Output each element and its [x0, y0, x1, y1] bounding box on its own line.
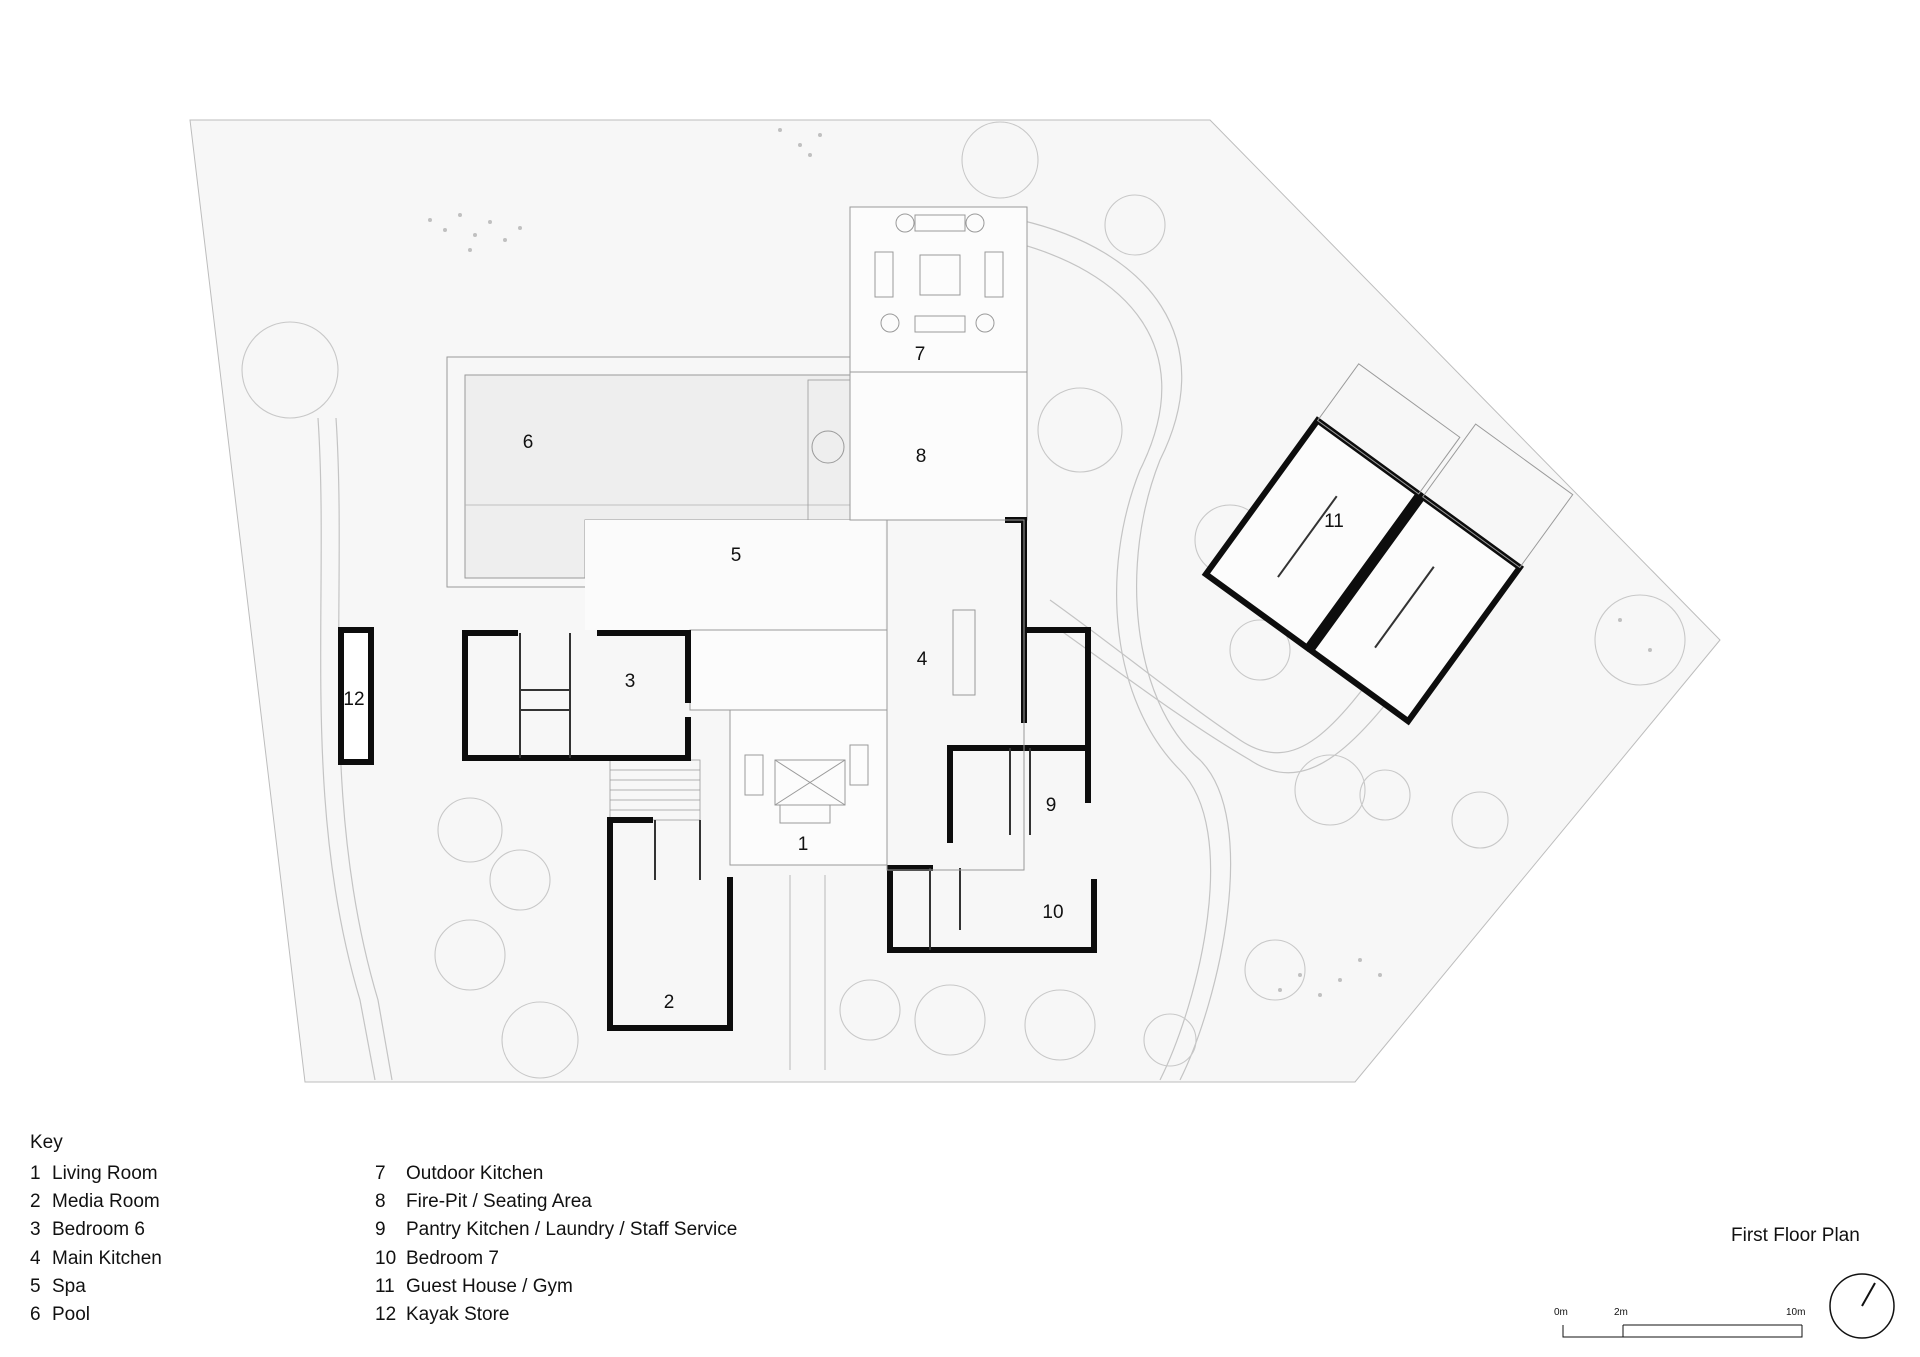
room-label-10: 10 [1042, 902, 1063, 923]
key-number: 1 [30, 1163, 41, 1184]
key-number: 5 [30, 1275, 41, 1297]
stone-clusters [428, 128, 1652, 997]
key-item: 12 Kayak Store [375, 1301, 737, 1329]
room-label-8: 8 [916, 446, 927, 467]
key-label: Kayak Store [406, 1304, 510, 1326]
guest-house [1201, 363, 1574, 726]
key-list-right: 7 Outdoor Kitchen 8 Fire-Pit / Seating Are… [375, 1160, 737, 1329]
living-room [729, 709, 888, 866]
interior-walls [519, 633, 1031, 950]
room-label-4: 4 [917, 649, 928, 670]
key-item: 4 Main Kitchen [30, 1245, 162, 1273]
key-label: Outdoor Kitchen [406, 1163, 544, 1184]
pool-jacuzzi [811, 430, 845, 464]
fire-pit-area [849, 371, 1028, 521]
scale-bar [1562, 1324, 1803, 1338]
room-label-2: 2 [664, 992, 675, 1013]
kitchen-island [952, 609, 976, 696]
key-item: 1 Living Room [30, 1160, 162, 1188]
key-label: Spa [52, 1275, 86, 1297]
key-number: 8 [375, 1191, 386, 1213]
key-item: 6 Pool [30, 1301, 162, 1329]
key-number: 9 [375, 1219, 386, 1241]
key-label: Pool [52, 1304, 91, 1326]
key-number: 12 [375, 1304, 397, 1326]
key-item: 10 Bedroom 7 [375, 1245, 737, 1273]
key-item: 11 Guest House / Gym [375, 1273, 737, 1301]
key-number: 10 [375, 1247, 397, 1269]
outdoor-kitchen-deck [849, 206, 1028, 373]
key-item: 9 Pantry Kitchen / Laundry / Staff Servic… [375, 1216, 737, 1244]
room-label-3: 3 [625, 671, 636, 692]
key-item: 3 Bedroom 6 [30, 1216, 162, 1244]
key-item: 2 Media Room [30, 1188, 162, 1216]
gallery [689, 629, 888, 711]
key-label: Living Room [52, 1163, 158, 1184]
trees [241, 121, 1686, 1079]
key-list-left: 1 Living Room 2 Media Room 3 Bedroom 6 4 Mai… [30, 1160, 162, 1329]
room-label-5: 5 [731, 545, 742, 566]
scale-label-0m: 0m [1554, 1307, 1568, 1318]
key-label: Guest House / Gym [406, 1275, 573, 1297]
key-label: Bedroom 6 [52, 1219, 145, 1241]
key-label: Bedroom 7 [406, 1247, 499, 1269]
scale-label-10m: 10m [1786, 1307, 1806, 1318]
key-number: 11 [375, 1275, 395, 1297]
room-label-11: 11 [1324, 511, 1344, 532]
room-label-7: 7 [915, 344, 926, 365]
site-boundary [189, 119, 1721, 1083]
key-item: 5 Spa [30, 1273, 162, 1301]
outdoor-furniture [874, 213, 1004, 333]
key-label: Media Room [52, 1191, 160, 1213]
key-label: Main Kitchen [52, 1247, 162, 1269]
key-number: 2 [30, 1191, 41, 1213]
room-label-6: 6 [523, 432, 534, 453]
room-label-9: 9 [1046, 795, 1057, 816]
kitchen-area [886, 519, 1025, 871]
key-title: Key [30, 1132, 63, 1153]
kayak-store [338, 627, 374, 765]
key-number: 6 [30, 1304, 41, 1326]
walls [462, 517, 1097, 1031]
living-furniture [744, 744, 869, 824]
key-number: 7 [375, 1163, 386, 1184]
key-item: 8 Fire-Pit / Seating Area [375, 1188, 737, 1216]
key-item: 7 Outdoor Kitchen [375, 1160, 737, 1188]
key-number: 3 [30, 1219, 41, 1241]
key-label: Fire-Pit / Seating Area [406, 1191, 592, 1213]
key-number: 4 [30, 1247, 41, 1269]
scale-label-2m: 2m [1614, 1307, 1628, 1318]
pool-deck [585, 520, 885, 630]
key-label: Pantry Kitchen / Laundry / Staff Service [406, 1219, 738, 1241]
room-label-1: 1 [798, 834, 809, 855]
room-label-12: 12 [343, 689, 364, 710]
plan-title: First Floor Plan [1731, 1225, 1860, 1246]
north-arrow-icon [1829, 1273, 1895, 1339]
